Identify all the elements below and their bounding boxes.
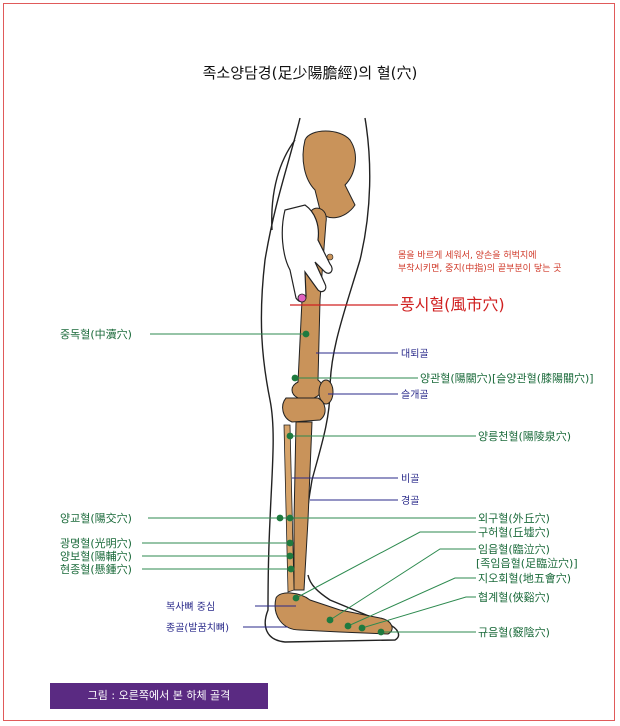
bone-label: 경골 xyxy=(401,494,419,507)
acupoint-dots xyxy=(276,330,385,636)
point-label-right: 규음혈(竅陰穴) xyxy=(478,625,550,639)
point-label-right: [족임읍혈(足臨泣穴)] xyxy=(476,556,578,570)
bone-label: 대퇴골 xyxy=(401,348,429,360)
hand-outline xyxy=(281,204,333,303)
page-title: 족소양담경(足少陽膽經)의 혈(穴) xyxy=(202,64,418,82)
point-label-right: 지오회혈(地五會穴) xyxy=(478,571,571,585)
highlight-point-label: 풍시혈(風市穴) xyxy=(400,295,505,314)
point-label-right: 임읍혈(臨泣穴) xyxy=(478,542,550,556)
point-label-right: 양관혈(陽關穴)[슬양관혈(膝陽關穴)] xyxy=(420,371,594,385)
figure-caption: 그림 : 오른쪽에서 본 하체 골격 xyxy=(50,683,268,709)
point-label-left: 현종혈(懸鍾穴) xyxy=(60,562,132,576)
point-label-left: 양보혈(陽輔穴) xyxy=(60,549,132,563)
nail-marker xyxy=(326,253,334,261)
bone-label: 종골(발꿈치뼈) xyxy=(166,622,229,634)
point-label-left: 양교혈(陽交穴) xyxy=(60,511,132,525)
point-label-left: 중독혈(中瀆穴) xyxy=(60,327,132,341)
bone-label: 복사뼈 중심 xyxy=(166,601,215,613)
right-leader-lines xyxy=(290,377,476,633)
point-label-right: 협계혈(俠谿穴) xyxy=(478,590,550,604)
left-leader-lines xyxy=(142,333,306,570)
point-label-right: 구허혈(丘墟穴) xyxy=(478,525,550,539)
point-label-right: 양릉천혈(陽陵泉穴) xyxy=(478,429,571,443)
bone-leader-lines xyxy=(243,352,398,628)
bone-label: 비골 xyxy=(401,473,419,485)
tibia-bone xyxy=(293,421,313,591)
fingertip-marker xyxy=(297,293,307,303)
knee-joint xyxy=(282,397,326,423)
figure-frame xyxy=(3,3,615,721)
point-label-left: 광명혈(光明穴) xyxy=(60,536,132,550)
note-line-1: 몸을 바르게 세워서, 양손을 허벅지에 xyxy=(398,250,537,261)
patella-bone xyxy=(318,379,334,405)
fibula-bone xyxy=(283,424,295,593)
bone-label: 슬개골 xyxy=(401,389,429,401)
note-line-2: 부착시키면, 중지(中指)의 끝부분이 닿는 곳 xyxy=(398,262,562,274)
point-label-right: 외구혈(外丘穴) xyxy=(478,511,550,525)
foot-bones xyxy=(274,592,393,635)
pelvis-bone xyxy=(302,130,356,219)
